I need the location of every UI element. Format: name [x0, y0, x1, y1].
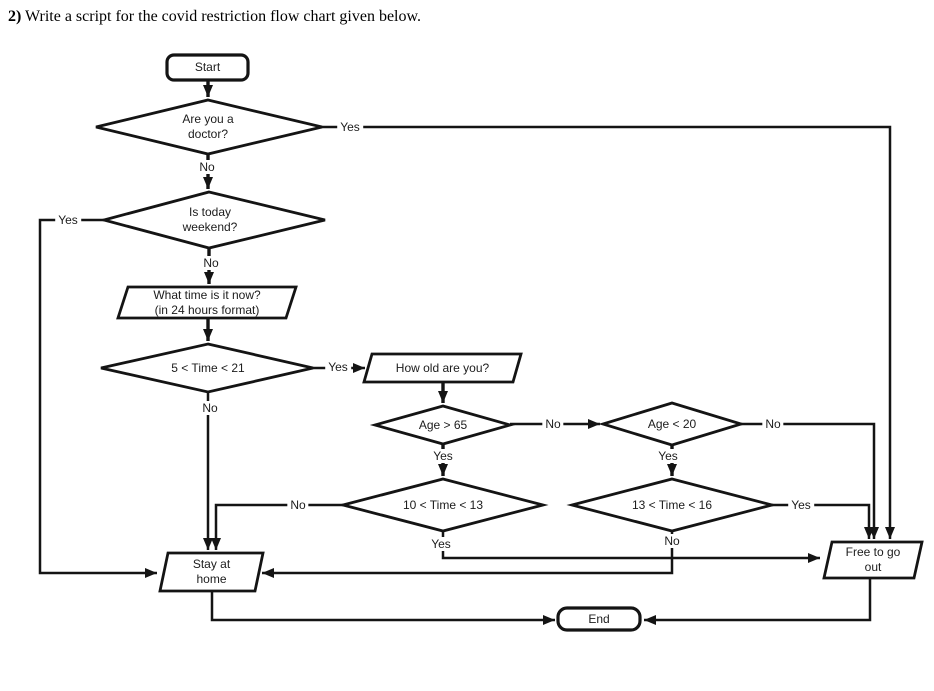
weekend-yes-label: Yes: [55, 213, 81, 227]
timecheck-no-label: No: [199, 401, 221, 415]
edge-doctor-yes-line: [322, 125, 895, 539]
age20-yes-label: Yes: [655, 449, 681, 463]
time1013-label: 10 < Time < 13: [402, 497, 484, 512]
edge-time1316-yes-line: [772, 503, 874, 539]
question-title: 2) Write a script for the covid restrict…: [8, 8, 421, 26]
time1316-no-label: No: [661, 534, 683, 548]
timecheck-yes-label: Yes: [325, 360, 351, 374]
question-number: 2): [8, 8, 22, 25]
edge-time1013-no-line: [211, 503, 343, 550]
doctor-yes-label: Yes: [337, 120, 363, 134]
timecheck-label: 5 < Time < 21: [171, 360, 245, 375]
age-input-parallelogram: [362, 352, 523, 384]
time1013-yes-label: Yes: [428, 537, 454, 551]
edge-age20-no-line: [741, 422, 879, 539]
edge-stay-to-end: [210, 591, 555, 625]
free-out-label: Free to go out: [845, 545, 901, 574]
edge-weekend-yes-line: [38, 218, 157, 578]
time-input-parallelogram: [116, 285, 298, 320]
doctor-label: Are you a doctor?: [182, 112, 234, 141]
stay-home-label: Stay at home: [192, 557, 231, 586]
edge-time1316-no-line: [262, 531, 674, 578]
time-input-label: What time is it now? (in 24 hours format…: [153, 288, 261, 317]
doctor-no-label: No: [196, 160, 218, 174]
free-out-parallelogram: [822, 540, 924, 580]
age65-no-label: No: [542, 417, 564, 431]
time1013-no-label: No: [287, 498, 309, 512]
end-terminal-shape: [556, 606, 642, 632]
age65-decision-diamond: [369, 404, 516, 446]
weekend-decision-diamond: [98, 190, 326, 250]
start-label: Start: [194, 60, 221, 74]
weekend-label: Is today weekend?: [182, 205, 238, 234]
stay-home-parallelogram: [158, 551, 265, 593]
end-label: End: [588, 611, 610, 626]
age-input-label: How old are you?: [395, 361, 490, 375]
timecheck-decision-diamond: [100, 342, 314, 394]
start-terminal-shape: [165, 53, 250, 82]
doctor-decision-diamond: [95, 98, 323, 156]
age20-decision-diamond: [598, 401, 746, 447]
edge-free-to-end: [644, 578, 872, 625]
time1013-decision-diamond: [337, 477, 549, 533]
edge-time1013-yes-line: [441, 531, 820, 563]
time1316-decision-diamond: [566, 477, 778, 533]
age65-label: Age > 65: [418, 417, 468, 432]
question-text: Write a script for the covid restriction…: [21, 8, 421, 25]
weekend-no-label: No: [200, 256, 222, 270]
time1316-yes-label: Yes: [788, 498, 814, 512]
time1316-label: 13 < Time < 16: [631, 497, 713, 512]
age20-label: Age < 20: [647, 416, 697, 431]
age65-yes-label: Yes: [430, 449, 456, 463]
age20-no-label: No: [762, 417, 784, 431]
